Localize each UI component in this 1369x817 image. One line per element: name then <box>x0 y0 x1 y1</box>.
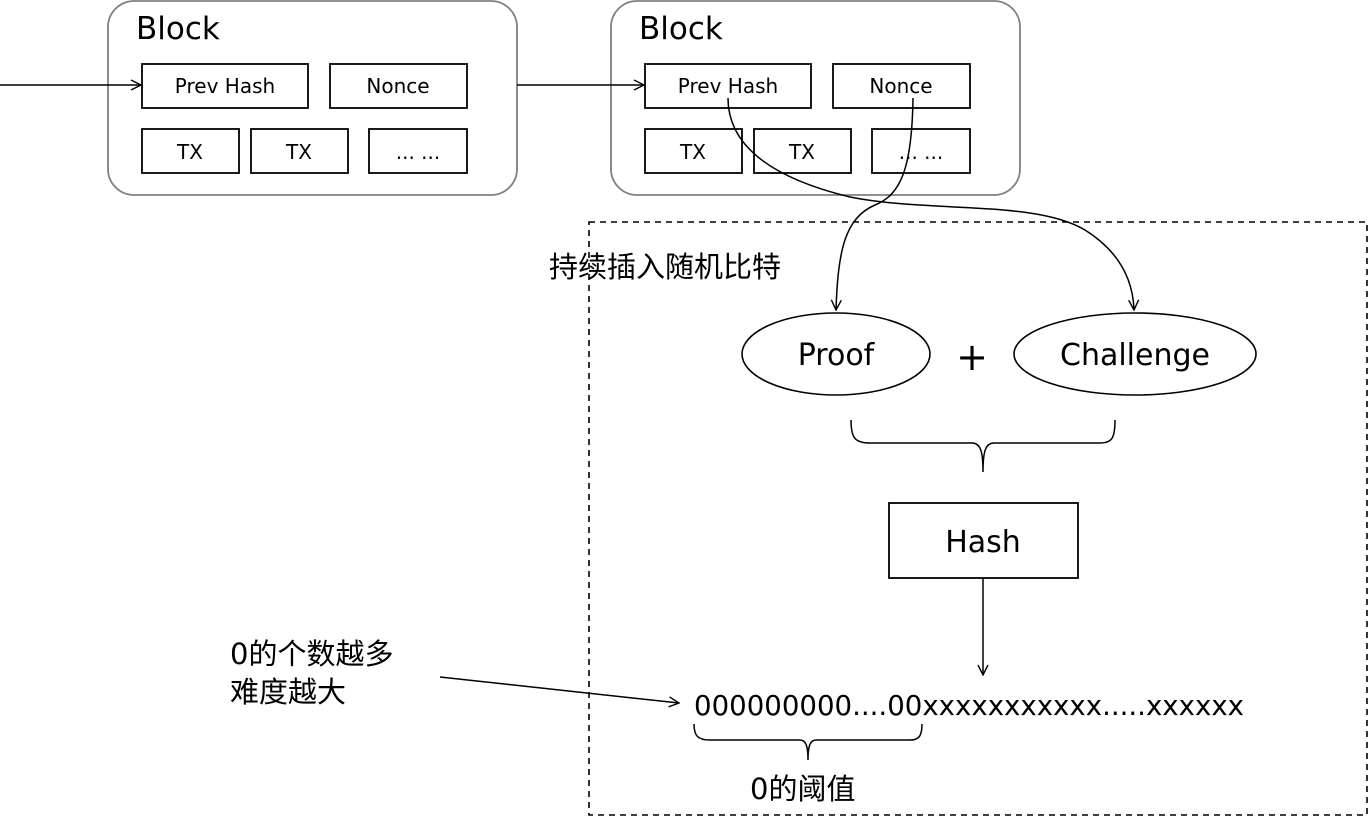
difficulty-note-line-1: 0的个数越多 <box>230 637 393 671</box>
block-1-nonce-field <box>329 63 468 109</box>
hash-box <box>888 502 1079 579</box>
zero-threshold-label: 0的阈值 <box>750 772 855 806</box>
block-2-tx-field-2 <box>753 128 852 174</box>
hash-output-string: 000000000....00xxxxxxxxxxx.....xxxxxx <box>694 689 1244 722</box>
block-2-prev-hash-label: Prev Hash <box>678 74 778 98</box>
block-1-tx-field-2 <box>250 128 349 174</box>
block-1-prev-hash-field <box>141 63 309 109</box>
block-2-tx-field-more <box>871 128 971 174</box>
challenge-node <box>1013 312 1257 396</box>
combine-brace <box>850 419 1116 473</box>
zero-threshold-brace <box>693 723 923 761</box>
block-1-prev-hash-label: Prev Hash <box>175 74 275 98</box>
block-2-tx-label-more: ... ... <box>899 140 944 164</box>
block-1: Block Prev Hash Nonce TX TX ... ... <box>107 0 518 196</box>
proof-label: Proof <box>798 338 876 373</box>
block-1-nonce-label: Nonce <box>366 74 429 98</box>
difficulty-note-arrow <box>439 676 679 703</box>
block-1-tx-field-more <box>368 128 468 174</box>
block-1-title: Block <box>136 11 220 47</box>
block-1-tx-field-1 <box>141 128 240 174</box>
insert-random-bits-label: 持续插入随机比特 <box>549 250 781 284</box>
mining-region <box>588 221 1368 816</box>
proof-node <box>741 312 931 396</box>
hash-label: Hash <box>945 525 1021 560</box>
challenge-label: Challenge <box>1060 338 1210 373</box>
block-2: Block Prev Hash Nonce TX TX ... ... <box>610 0 1021 196</box>
block-1-tx-label-more: ... ... <box>396 140 441 164</box>
plus-sign: + <box>956 335 988 379</box>
prev-hash-to-challenge-arrow <box>727 97 1134 310</box>
block-2-title: Block <box>639 11 723 47</box>
block-2-tx-label-2: TX <box>788 140 815 164</box>
block-2-nonce-label: Nonce <box>869 74 932 98</box>
block-2-nonce-field <box>832 63 971 109</box>
block-2-tx-label-1: TX <box>679 140 706 164</box>
block-1-tx-label-1: TX <box>176 140 203 164</box>
block-2-tx-field-1 <box>644 128 743 174</box>
block-1-tx-label-2: TX <box>285 140 312 164</box>
nonce-to-proof-arrow <box>836 97 914 310</box>
difficulty-note-line-2: 难度越大 <box>230 675 346 709</box>
